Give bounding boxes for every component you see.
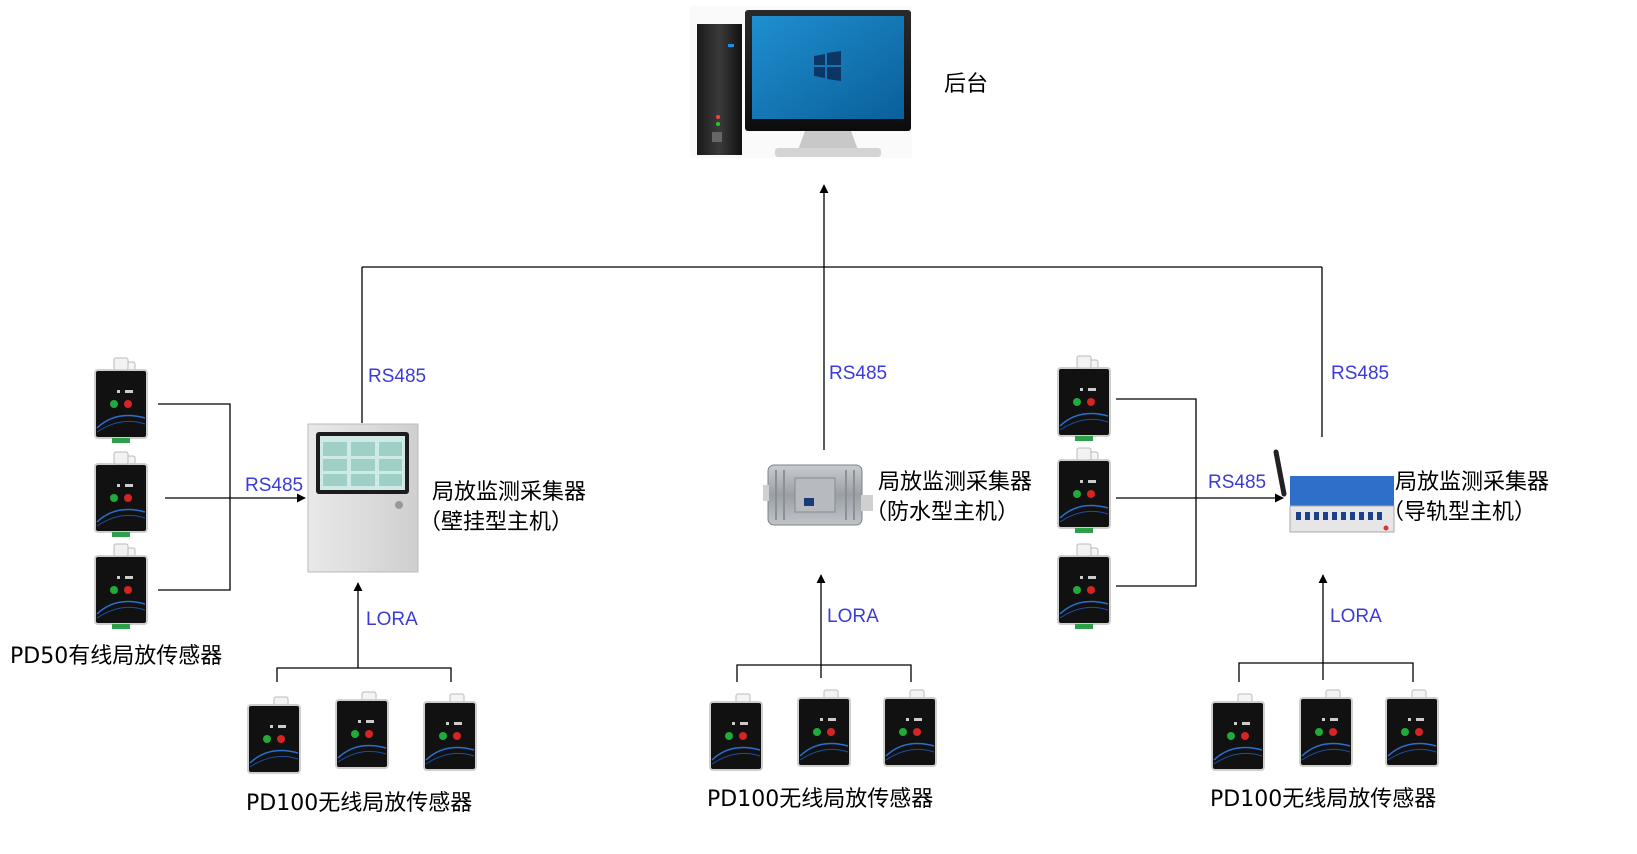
- wired-sensor-caption: PD50有线局放传感器: [10, 644, 223, 669]
- wired-sensor: [95, 544, 147, 629]
- left-wireless-sensor-caption: PD100无线局放传感器: [246, 791, 473, 816]
- right-wireless-protocol: LORA: [1330, 606, 1382, 627]
- waterproof-collector: [763, 464, 873, 526]
- right-wireless-sensor-caption: PD100无线局放传感器: [1210, 787, 1437, 812]
- wired-sensor: [95, 358, 147, 443]
- wireless-sensor: [1299, 689, 1353, 767]
- windows-logo-icon: [814, 51, 841, 81]
- edge-middle-lora-bus: [736, 664, 912, 682]
- wired-sensor: [1058, 356, 1110, 441]
- rail-collector: [1273, 449, 1395, 533]
- right-collector-type: （导轨型主机）: [1382, 500, 1537, 525]
- middle-uplink-protocol: RS485: [829, 363, 888, 384]
- left-collector-name: 局放监测采集器: [432, 480, 587, 505]
- wired-sensor: [95, 452, 147, 537]
- edge-right-lora-bus: [1238, 662, 1414, 682]
- backend-label: 后台: [944, 72, 989, 97]
- right-collector-name: 局放监测采集器: [1395, 470, 1550, 495]
- right-uplink-protocol: RS485: [1331, 363, 1390, 384]
- left-sensor-protocol: RS485: [245, 475, 304, 496]
- middle-wireless-protocol: LORA: [827, 606, 879, 627]
- middle-collector-name: 局放监测采集器: [878, 470, 1033, 495]
- middle-wireless-sensor-caption: PD100无线局放传感器: [707, 787, 934, 812]
- wireless-sensor: [883, 689, 937, 767]
- left-collector-type: （壁挂型主机）: [419, 510, 574, 535]
- wired-sensor: [1058, 448, 1110, 533]
- left-wireless-protocol: LORA: [366, 609, 418, 630]
- wireless-sensor: [797, 689, 851, 767]
- wireless-sensor: [1211, 693, 1265, 771]
- wired-sensor: [1058, 544, 1110, 629]
- wireless-sensor: [423, 693, 477, 771]
- backend-computer: [690, 6, 912, 158]
- edge-left-lora-bus: [276, 667, 452, 682]
- wall-collector: [307, 423, 419, 573]
- right-sensor-protocol: RS485: [1208, 472, 1267, 493]
- edge-left-wired-bundle: [158, 403, 231, 591]
- edge-right-wired-bundle: [1116, 398, 1197, 587]
- wireless-sensor: [247, 696, 301, 774]
- wireless-sensor: [1385, 689, 1439, 767]
- wireless-sensor: [335, 691, 389, 769]
- wireless-sensor: [709, 693, 763, 771]
- left-uplink-protocol: RS485: [368, 366, 427, 387]
- middle-collector-type: （防水型主机）: [865, 500, 1020, 525]
